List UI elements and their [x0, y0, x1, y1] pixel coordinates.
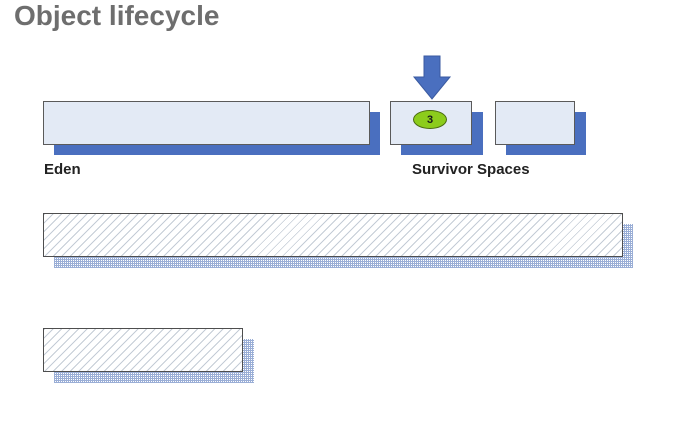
old-gen-box — [43, 213, 623, 257]
eden-box — [43, 101, 370, 145]
survivor-spaces-label: Survivor Spaces — [412, 161, 530, 178]
object-node: 3 — [413, 110, 447, 129]
page-title: Object lifecycle — [14, 0, 220, 31]
down-arrow-icon — [412, 55, 452, 100]
survivor-2-box — [495, 101, 575, 145]
perm-gen-box — [43, 328, 243, 372]
eden-label: Eden — [44, 161, 81, 178]
